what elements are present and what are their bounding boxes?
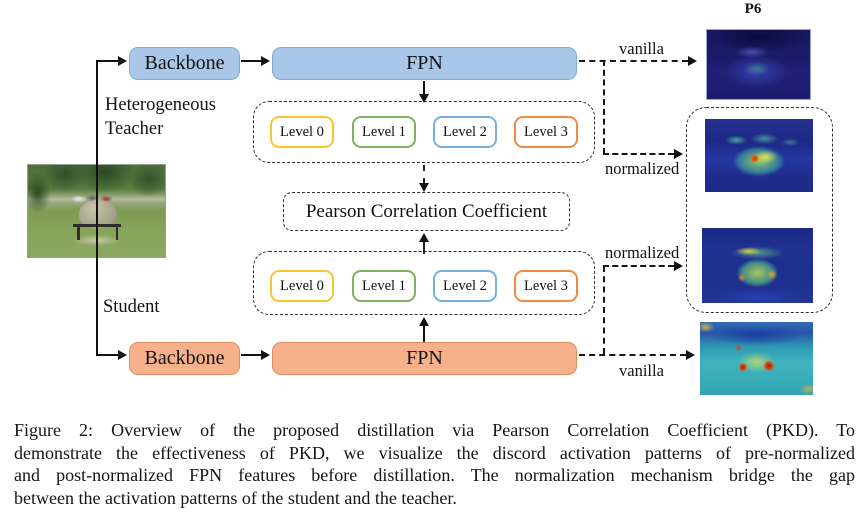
heterogeneous-teacher-label: Heterogeneous Teacher bbox=[105, 93, 216, 141]
student-level-2-box: Level 2 bbox=[433, 270, 497, 302]
arrowhead-into-student-fpn bbox=[261, 349, 270, 360]
student-levels-container bbox=[253, 251, 595, 315]
student-normalized-line bbox=[603, 264, 674, 267]
student-level-1-box: Level 1 bbox=[352, 270, 416, 302]
teacher-fpn-label: FPN bbox=[406, 52, 443, 74]
student-fpn-label: FPN bbox=[406, 347, 443, 369]
teacher-backbone-fpn-line bbox=[241, 60, 262, 62]
student-fpn-levels-line bbox=[423, 326, 425, 342]
arrowhead-into-student-backbone bbox=[118, 349, 127, 360]
bench-leg bbox=[77, 226, 80, 240]
input-trunk-line bbox=[96, 61, 98, 355]
teacher-fpn-box: FPN bbox=[272, 47, 577, 80]
teacher-level-3-box: Level 3 bbox=[514, 116, 578, 148]
arrowhead-teacher-normalized bbox=[674, 148, 683, 159]
student-backbone-box: Backbone bbox=[129, 342, 240, 375]
caption-line-3: and post-normalized FPN features before … bbox=[14, 465, 855, 486]
teacher-level-1-box: Level 1 bbox=[352, 116, 416, 148]
arrowhead-into-teacher-backbone bbox=[118, 55, 127, 66]
student-level-1-label: Level 1 bbox=[362, 277, 406, 294]
teacher-vanilla-label: vanilla bbox=[619, 39, 664, 58]
student-input-line bbox=[96, 354, 118, 356]
caption-line-4: between the activation patterns of the s… bbox=[14, 487, 457, 508]
teacher-role-line1: Heterogeneous bbox=[105, 95, 216, 115]
teacher-backbone-box: Backbone bbox=[129, 47, 240, 80]
arrowhead-teacher-vanilla bbox=[688, 55, 697, 66]
arrowhead-student-normalized bbox=[674, 260, 683, 271]
teacher-level-3-label: Level 3 bbox=[524, 123, 568, 140]
caption-line-2: demonstrate the effectiveness of PKD, we… bbox=[14, 442, 855, 463]
teacher-levels-container bbox=[253, 101, 595, 163]
student-levels-pearson-line bbox=[423, 242, 425, 254]
student-label: Student bbox=[103, 297, 160, 317]
teacher-levels-pearson-line bbox=[423, 165, 425, 184]
teacher-level-2-box: Level 2 bbox=[433, 116, 497, 148]
student-backbone-fpn-line bbox=[241, 354, 262, 356]
caption-line-1: Figure 2: Overview of the proposed disti… bbox=[14, 420, 855, 440]
teacher-fpn-levels-line bbox=[423, 81, 425, 95]
student-vanilla-label: vanilla bbox=[619, 361, 664, 380]
teacher-level-2-label: Level 2 bbox=[443, 123, 487, 140]
teacher-vanilla-line bbox=[579, 59, 688, 62]
student-backbone-label: Backbone bbox=[144, 347, 225, 369]
teacher-normalized-heatmap bbox=[705, 119, 813, 192]
student-normalized-label: normalized bbox=[605, 243, 680, 262]
student-vanilla-heatmap bbox=[700, 322, 813, 395]
arrowhead-into-pearson-top bbox=[418, 183, 429, 192]
student-level-3-box: Level 3 bbox=[514, 270, 578, 302]
teacher-role-line2: Teacher bbox=[105, 119, 164, 139]
figure-caption: Figure 2: Overview of the proposed disti… bbox=[14, 419, 855, 509]
student-level-0-label: Level 0 bbox=[280, 277, 324, 294]
student-level-0-box: Level 0 bbox=[270, 270, 334, 302]
student-normalized-heatmap bbox=[702, 228, 813, 303]
arrowhead-student-vanilla bbox=[686, 349, 695, 360]
pearson-label: Pearson Correlation Coefficient bbox=[305, 200, 548, 222]
teacher-vanilla-heatmap bbox=[706, 29, 811, 100]
p6-label: P6 bbox=[744, 1, 762, 17]
arrowhead-into-pearson-bottom bbox=[418, 233, 429, 242]
student-level-2-label: Level 2 bbox=[443, 277, 487, 294]
arrowhead-into-teacher-levels bbox=[418, 94, 429, 103]
student-branch-line bbox=[603, 266, 605, 354]
normalized-heatmaps-container bbox=[686, 107, 833, 313]
teacher-branch-line bbox=[603, 60, 605, 154]
bench-leg bbox=[115, 226, 119, 240]
arrowhead-into-teacher-fpn bbox=[261, 55, 270, 66]
student-level-3-label: Level 3 bbox=[524, 277, 568, 294]
student-vanilla-line bbox=[579, 353, 686, 356]
teacher-level-1-label: Level 1 bbox=[362, 123, 406, 140]
teacher-backbone-label: Backbone bbox=[144, 52, 225, 74]
arrowhead-into-student-levels bbox=[418, 317, 429, 326]
teacher-normalized-line bbox=[603, 152, 674, 155]
pearson-correlation-box: Pearson Correlation Coefficient bbox=[283, 192, 570, 231]
teacher-level-0-label: Level 0 bbox=[280, 123, 324, 140]
student-fpn-box: FPN bbox=[272, 342, 577, 375]
teacher-level-0-box: Level 0 bbox=[270, 116, 334, 148]
teacher-normalized-label: normalized bbox=[605, 159, 680, 178]
teacher-input-line bbox=[96, 60, 118, 62]
